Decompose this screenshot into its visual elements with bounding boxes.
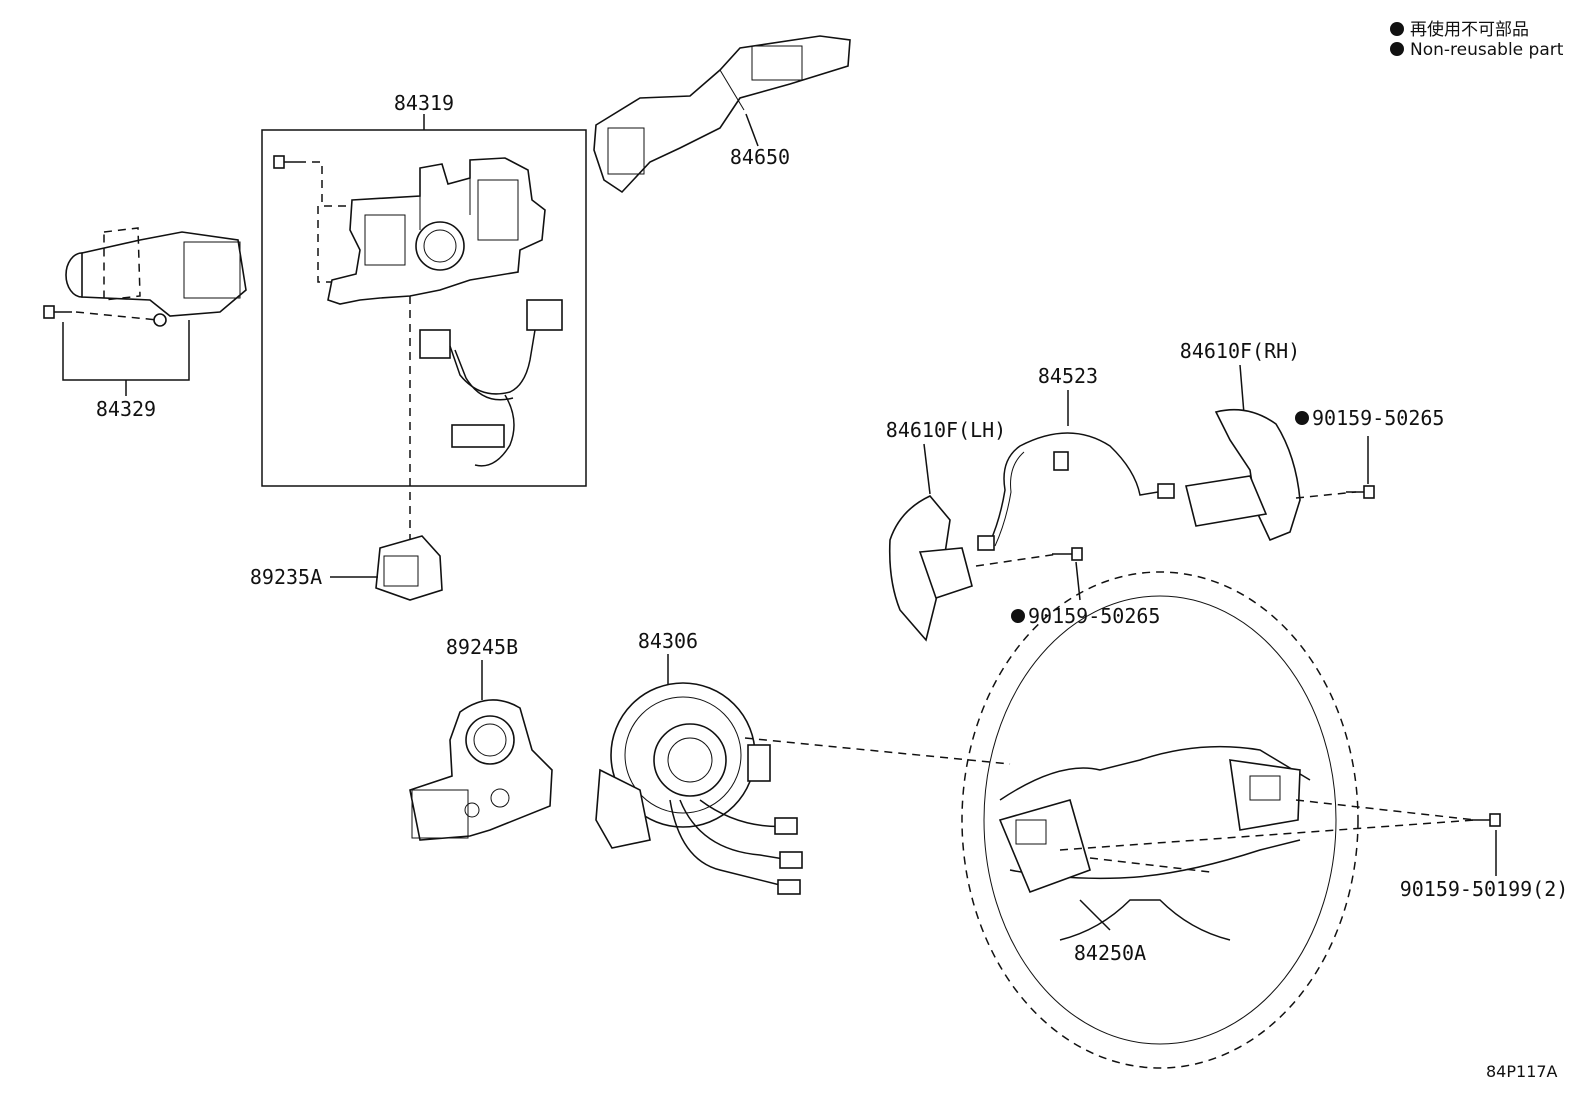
- label-90159-50199: 90159-50199(2): [1400, 877, 1569, 901]
- legend-jp: 再使用不可部品: [1390, 15, 1529, 40]
- spiral-cable-84306: 84306: [595, 629, 1011, 895]
- non-reusable-marker-icon: [1011, 609, 1025, 623]
- label-90159-50265-b: 90159-50265: [1028, 604, 1160, 628]
- switch-89235A: 89235A: [250, 535, 443, 601]
- screw-90159-50199: 90159-50199(2): [1400, 813, 1569, 901]
- figure-code: 84P117A: [1486, 1062, 1558, 1081]
- legend-en-text: Non-reusable part: [1410, 40, 1564, 60]
- paddle-shift-assemblies: 84523 84610F(LH) 90159-50265 84610F(RH): [886, 339, 1444, 642]
- label-84329: 84329: [96, 397, 156, 421]
- screw-icon: [1470, 813, 1501, 827]
- label-89245B: 89245B: [446, 635, 518, 659]
- label-84306: 84306: [638, 629, 698, 653]
- label-84250A: 84250A: [1074, 941, 1146, 965]
- label-84319: 84319: [394, 91, 454, 115]
- label-84610F-RH: 84610F(RH): [1180, 339, 1300, 363]
- label-90159-50265-a: 90159-50265: [1312, 406, 1444, 430]
- screw-icon: [1052, 547, 1083, 561]
- switch-body: [327, 157, 546, 305]
- wiper-switch-84650: 84650: [593, 35, 851, 194]
- steering-wheel: 84250A: [961, 571, 1476, 1069]
- legend-en: Non-reusable part: [1390, 40, 1563, 60]
- screw-icon: [273, 155, 306, 169]
- non-reusable-marker-icon: [1295, 411, 1309, 425]
- non-reusable-marker-icon: [1390, 22, 1404, 36]
- wire-harness: [419, 299, 563, 467]
- label-84610F-LH: 84610F(LH): [886, 418, 1006, 442]
- screw-icon: [43, 305, 72, 319]
- steering-sensor-89245B: 89245B: [409, 635, 553, 841]
- label-84650: 84650: [730, 145, 790, 169]
- label-89235A: 89235A: [250, 565, 322, 589]
- label-84523: 84523: [1038, 364, 1098, 388]
- turn-signal-switch-84329: 84329: [43, 227, 247, 421]
- screw-icon: [1346, 485, 1375, 499]
- non-reusable-marker-icon: [1390, 42, 1404, 56]
- legend-jp-text: 再使用不可部品: [1410, 20, 1529, 40]
- combination-switch-assembly-84319: 84319: [261, 91, 587, 540]
